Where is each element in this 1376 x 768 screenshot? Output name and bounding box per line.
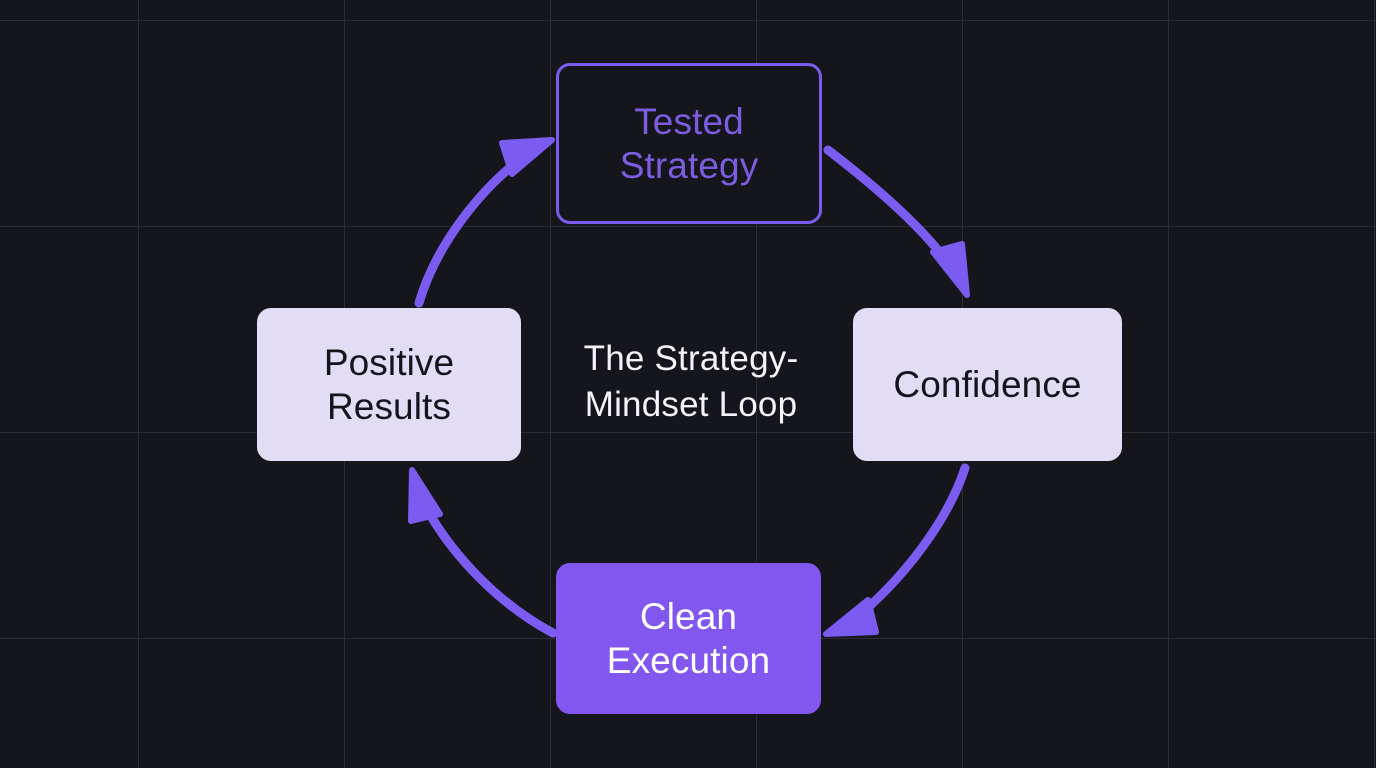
node-label: Confidence [893, 363, 1082, 405]
node-label: Tested Strategy [619, 100, 759, 186]
diagram-center-title: The Strategy- Mindset Loop [583, 339, 799, 425]
edge-clean-execution-to-positive-results [408, 467, 558, 638]
node-label: Positive Results [323, 341, 455, 427]
edge-confidence-to-clean-execution [823, 463, 970, 637]
node-positive-results[interactable]: Positive Results [257, 308, 521, 461]
edge-positive-results-to-tested-strategy [414, 137, 555, 308]
node-label: Clean Execution [606, 595, 771, 681]
node-tested-strategy[interactable]: Tested Strategy [556, 63, 822, 224]
node-confidence[interactable]: Confidence [853, 308, 1122, 461]
edge-tested-strategy-to-confidence [823, 145, 970, 298]
node-clean-execution[interactable]: Clean Execution [556, 563, 821, 714]
